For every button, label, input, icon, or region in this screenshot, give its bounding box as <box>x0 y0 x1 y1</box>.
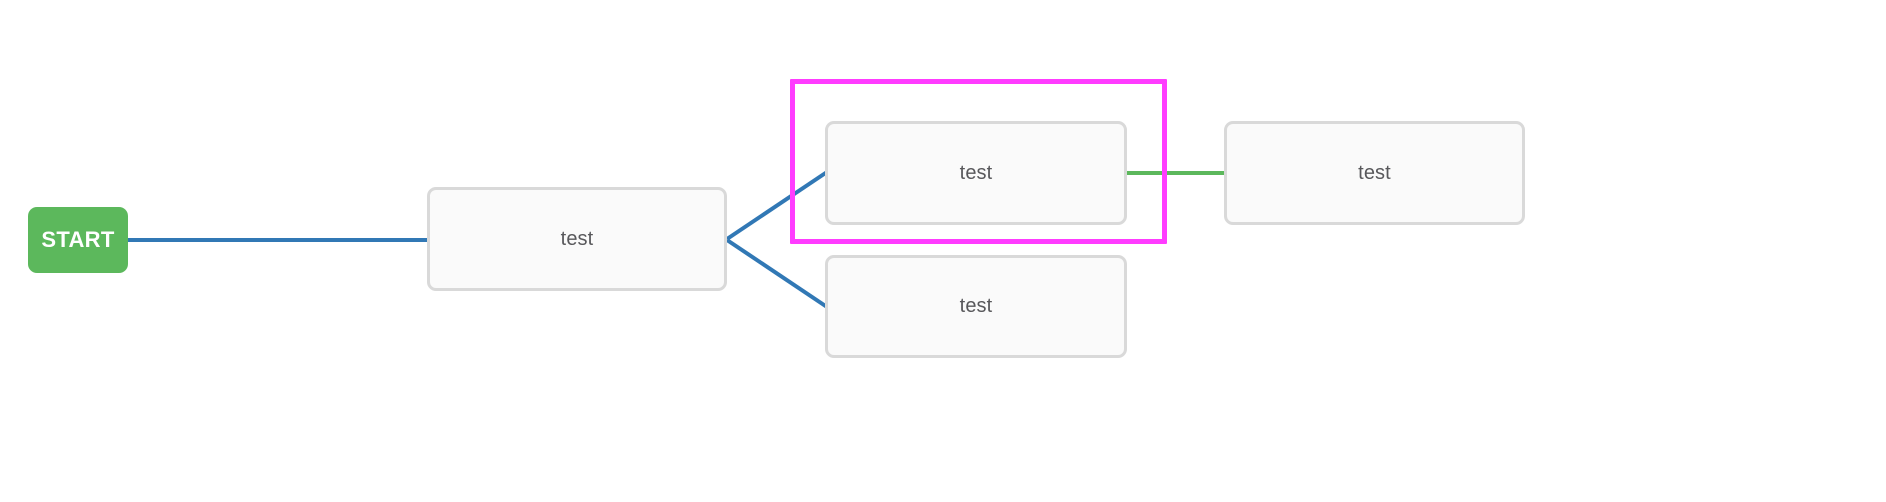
node-task-4-label: test <box>1358 161 1391 184</box>
node-task-1[interactable]: test <box>427 187 727 291</box>
node-task-3[interactable]: test <box>825 255 1127 358</box>
node-task-2[interactable]: test <box>825 121 1127 225</box>
node-task-4[interactable]: test <box>1224 121 1525 225</box>
edge-line-task1-task3 <box>725 238 829 309</box>
node-task-3-label: test <box>959 295 993 317</box>
node-task-2-label: test <box>959 161 993 184</box>
edge-task1-to-task3 <box>725 238 829 309</box>
selection-rectangle[interactable] <box>790 79 1167 244</box>
node-start[interactable]: START <box>28 207 128 273</box>
node-task-1-label: test <box>560 227 594 250</box>
node-start-label: START <box>41 227 115 252</box>
